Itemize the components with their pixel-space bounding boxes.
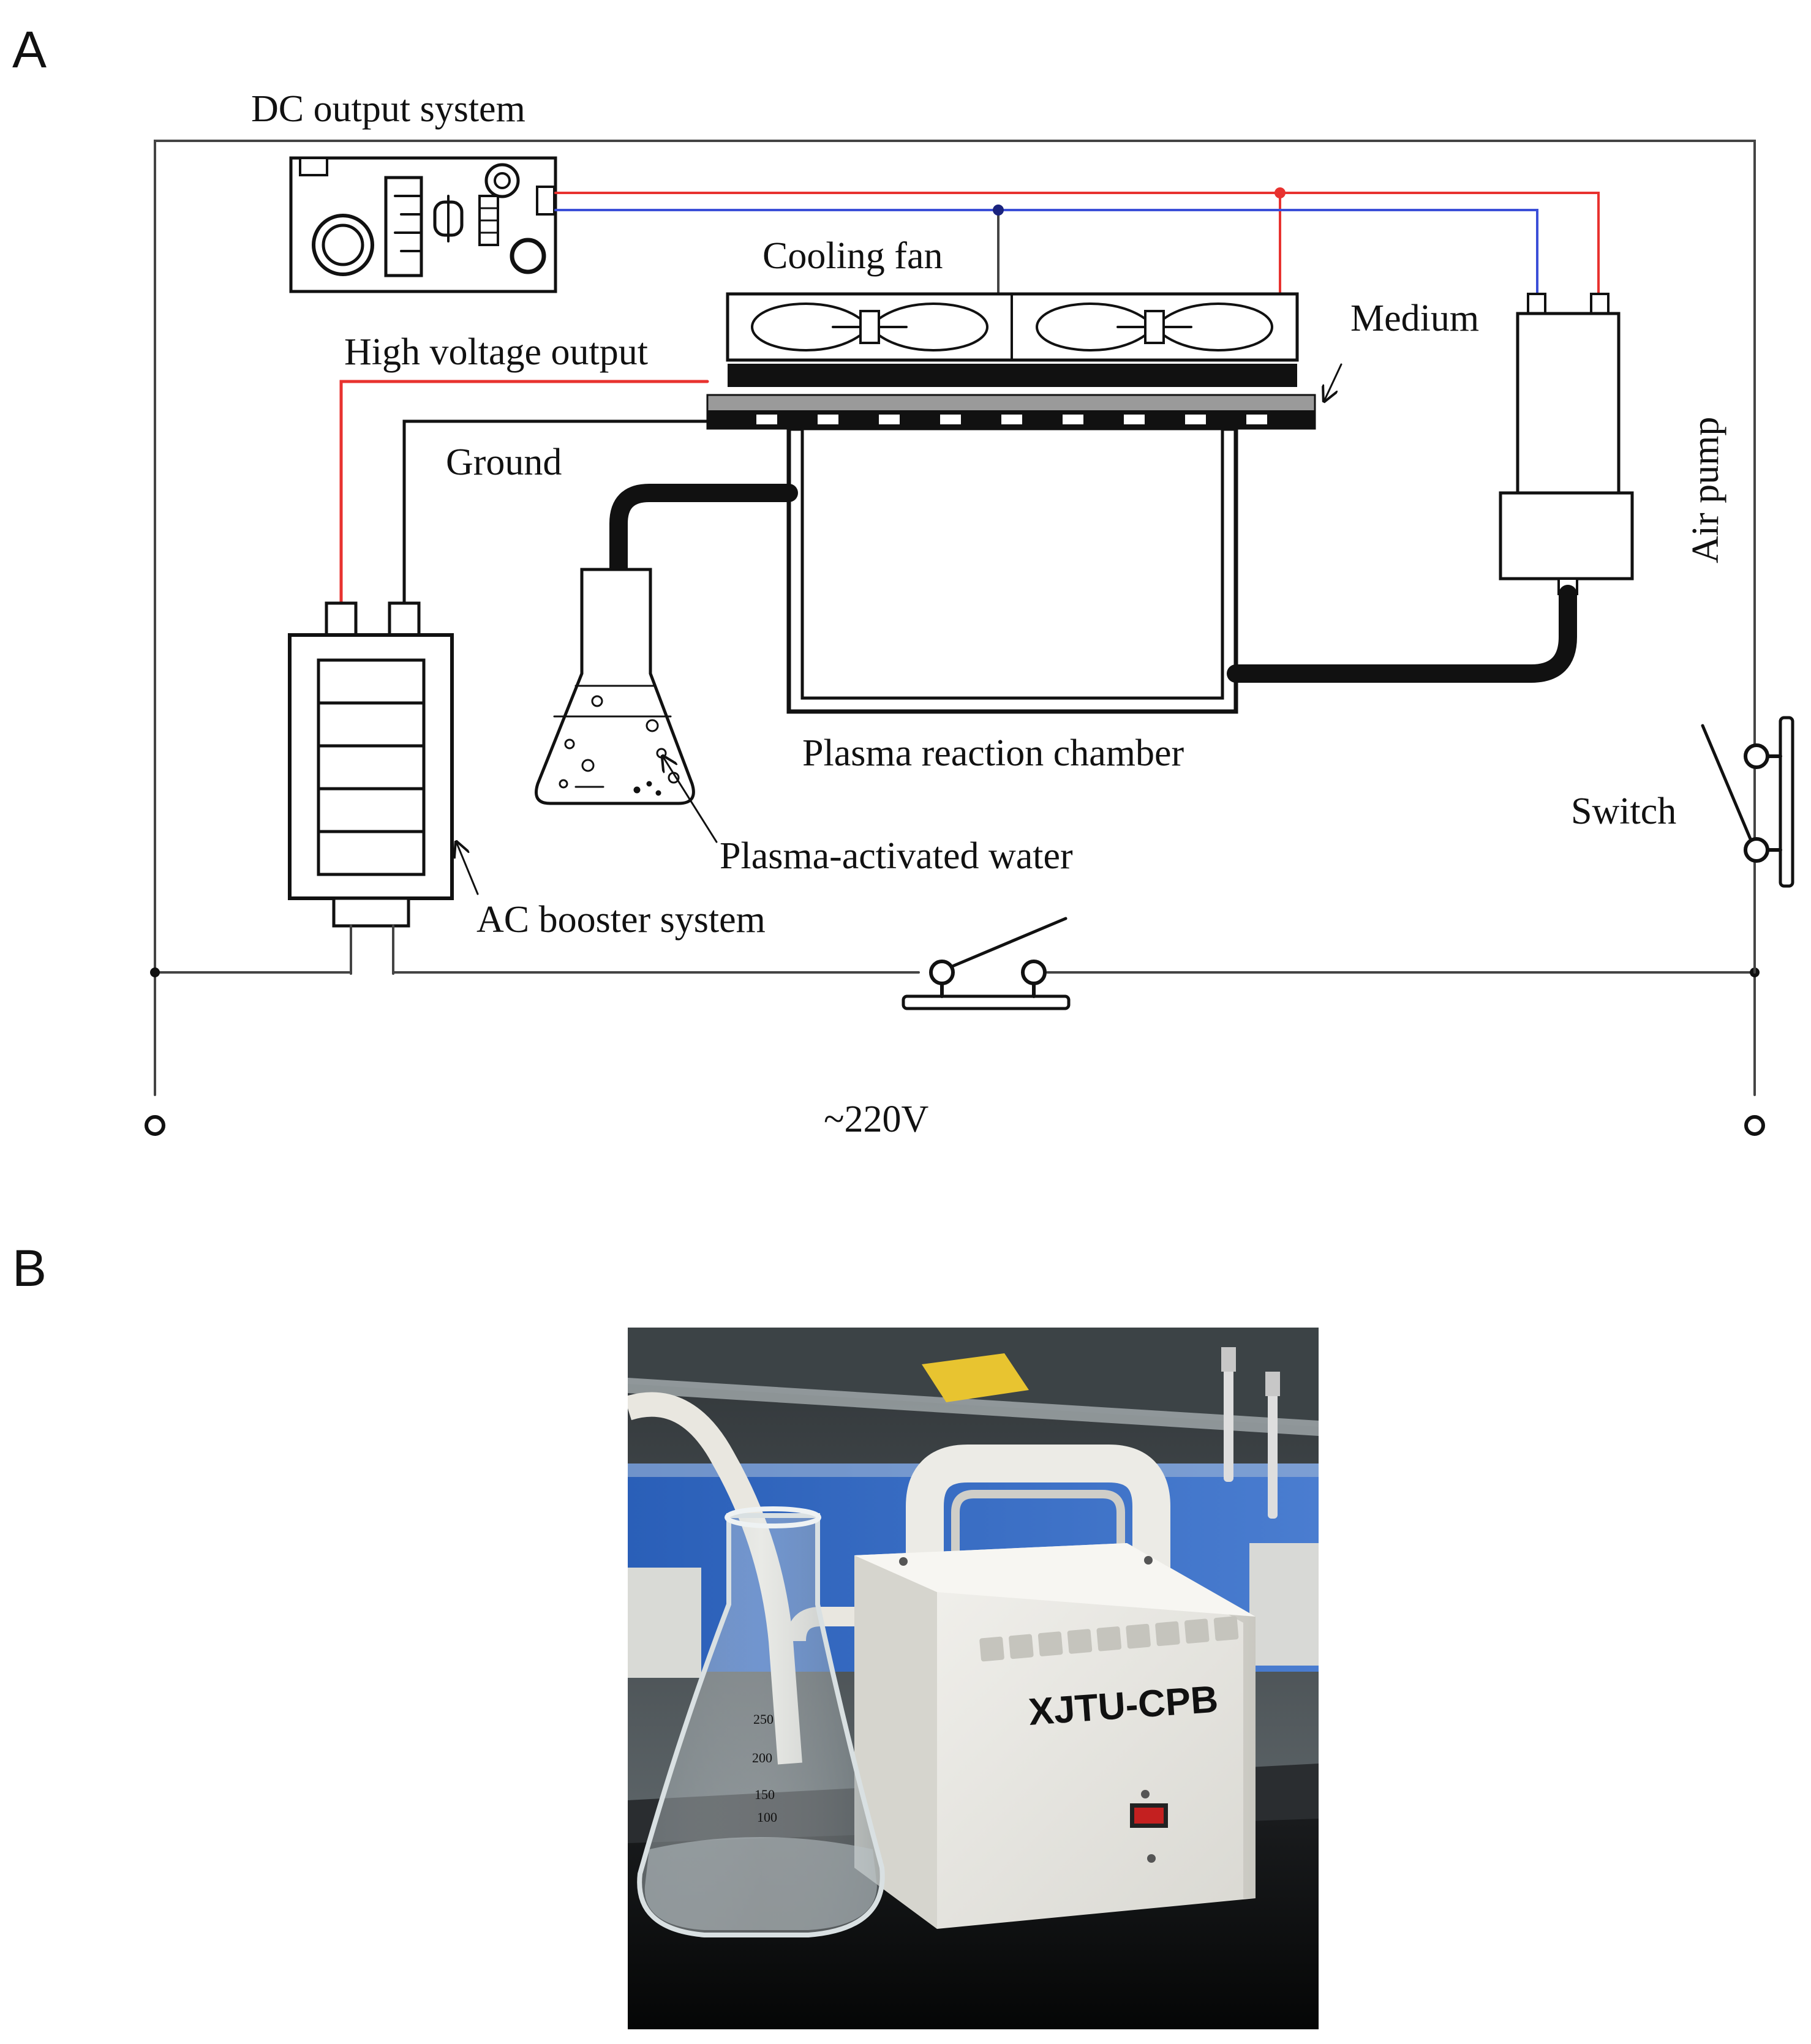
neutral-wire [554, 209, 1538, 295]
ac-booster-system [288, 601, 454, 975]
label-plasma-chamber: Plasma reaction chamber [802, 732, 1184, 774]
device-photo: XJTU-CPB [628, 1328, 1319, 2029]
cooling-fans [726, 292, 1299, 387]
label-switch: Switch [1571, 791, 1676, 832]
panel-b-letter: B [12, 1239, 47, 1297]
label-ground: Ground [446, 441, 562, 483]
terminal-left-icon [145, 1115, 165, 1136]
circuit-schematic [145, 140, 1794, 1136]
label-dc-output: DC output system [251, 88, 525, 130]
tube-to-flask [609, 484, 798, 768]
live-wire [554, 192, 1600, 295]
photo-flask: 250 200 150 100 [637, 1506, 885, 1937]
tube-pump-chamber [1227, 585, 1577, 683]
label-paw: Plasma-activated water [720, 835, 1073, 877]
flask-icon [535, 568, 695, 805]
main-switch-icon[interactable] [902, 917, 1071, 1010]
high-voltage-wire [339, 380, 709, 608]
label-high-voltage: High voltage output [344, 331, 648, 373]
label-ac-booster: AC booster system [476, 899, 766, 941]
label-voltage: ~220V [824, 1099, 929, 1140]
flask-mark-200: 200 [752, 1750, 772, 1765]
ground-wire [402, 419, 709, 608]
labels: DC output system Cooling fan Medium High… [251, 88, 1726, 1140]
air-pump-icon [1499, 293, 1634, 595]
flask-mark-100: 100 [757, 1809, 777, 1825]
side-switch-icon[interactable] [1701, 140, 1794, 974]
label-air-pump: Air pump [1685, 417, 1726, 563]
flask-mark-250: 250 [753, 1711, 774, 1727]
panel-a-letter: A [12, 21, 47, 78]
flask-mark-150: 150 [755, 1787, 775, 1802]
plasma-chamber [786, 426, 1238, 714]
terminal-right-icon [1744, 1115, 1765, 1136]
label-cooling-fan: Cooling fan [762, 235, 943, 277]
medium-layer [706, 394, 1316, 430]
label-medium: Medium [1350, 298, 1479, 339]
dc-output-system [289, 156, 557, 293]
